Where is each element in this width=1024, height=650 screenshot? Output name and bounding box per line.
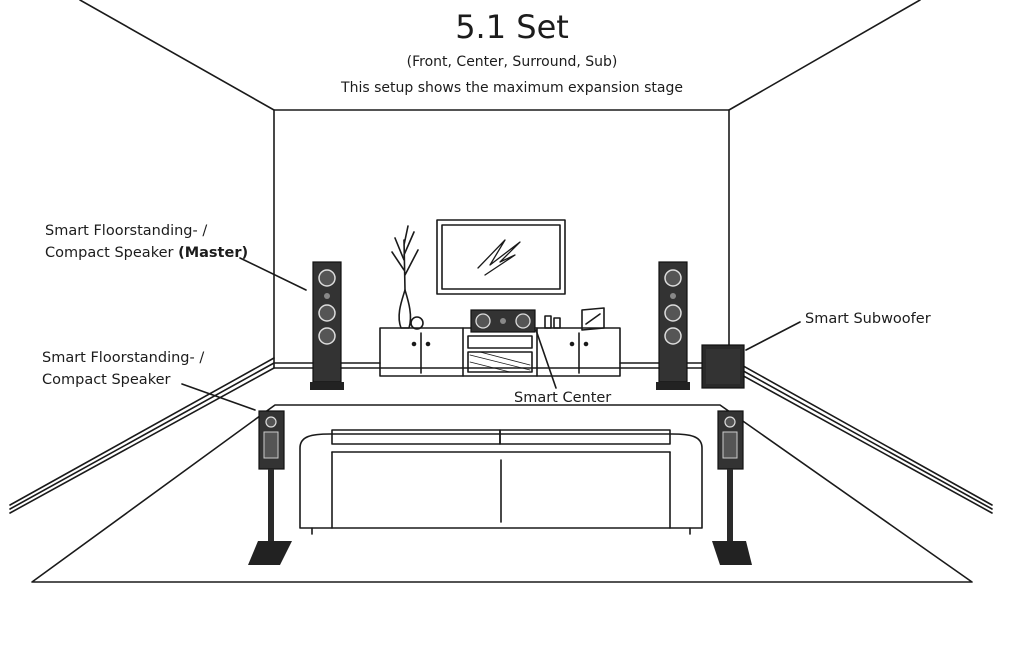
vase	[391, 225, 424, 330]
rug	[31, 404, 973, 583]
candle	[553, 317, 561, 329]
leader-master	[239, 257, 307, 291]
floorstanding-speaker-right	[656, 261, 690, 390]
label-master-bold: (Master)	[178, 245, 249, 261]
tv	[436, 219, 566, 295]
leader-front	[181, 383, 256, 411]
setup-note: This setup shows the maximum expansion s…	[341, 80, 683, 96]
subwoofer	[701, 344, 745, 389]
label-master-speaker: Smart Floorstanding- / Compact Speaker (…	[45, 220, 248, 264]
label-front-line2: Compact Speaker	[42, 372, 171, 388]
sofa	[299, 429, 703, 535]
candle	[544, 315, 552, 329]
tv-stand	[379, 327, 621, 377]
label-master-line1: Smart Floorstanding- /	[45, 223, 208, 239]
label-master-line2: Compact Speaker (Master)	[45, 242, 248, 264]
leader-center	[535, 329, 557, 389]
label-front-speaker: Smart Floorstanding- / Compact Speaker	[42, 347, 204, 391]
leader-sub	[745, 321, 801, 351]
surround-speaker-left	[248, 410, 292, 565]
floorstanding-speaker-left	[310, 261, 344, 390]
page-subtitle: (Front, Center, Surround, Sub)	[406, 54, 618, 70]
picture-frame	[581, 307, 605, 331]
label-front-line1: Smart Floorstanding- /	[42, 350, 205, 366]
label-center-speaker: Smart Center	[514, 390, 612, 406]
page-title: 5.1 Set	[455, 8, 569, 46]
surround-speaker-right	[712, 410, 752, 565]
center-speaker	[470, 309, 536, 333]
label-master-line2-text: Compact Speaker	[45, 245, 179, 261]
label-subwoofer: Smart Subwoofer	[805, 311, 931, 327]
